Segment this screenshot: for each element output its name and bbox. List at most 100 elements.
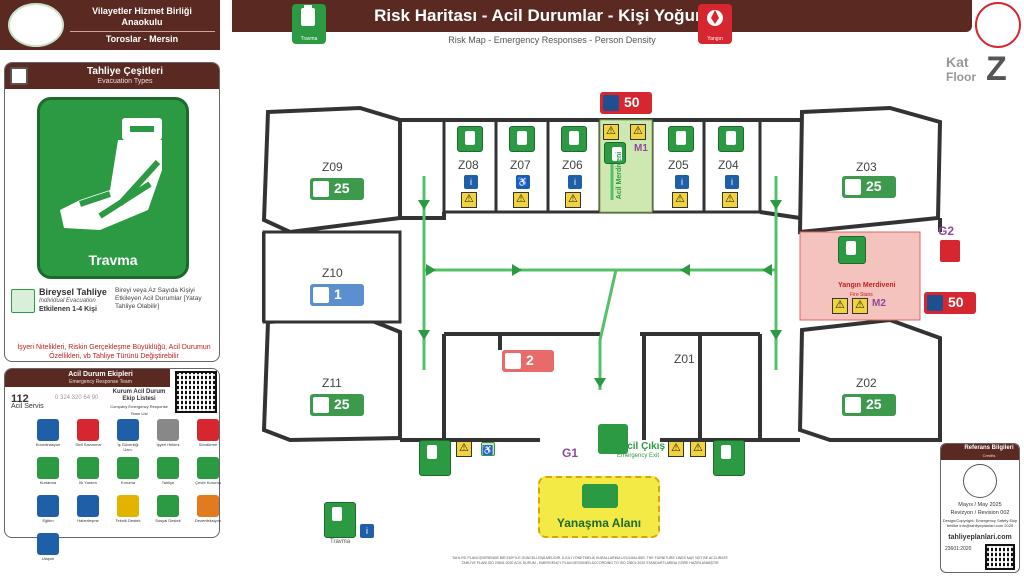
evacuation-type-title: Bireysel Tahliye: [39, 287, 107, 297]
zone-z03-count: 25: [866, 178, 882, 194]
reference-revision: Revizyon / Revision 002: [950, 510, 1010, 516]
warning-icon: [722, 192, 738, 208]
zone-z09-count: 25: [334, 180, 350, 196]
people-icon: [313, 181, 329, 197]
team-item: Ulaşım: [33, 533, 63, 563]
trauma-legend-label: Travma: [330, 539, 351, 545]
team-role-label: Sivil Savunma: [75, 442, 101, 447]
floor-indicator: Kat Floor Z: [946, 50, 1018, 94]
desk-icon: [313, 287, 329, 303]
trauma-sign-z08: [457, 126, 483, 152]
people-icon: [845, 397, 861, 413]
team-panel-title: Acil Durum Ekipleri: [68, 371, 133, 378]
warning-icon: [513, 192, 529, 208]
team-item: Koruma: [113, 457, 143, 487]
individual-evacuation-row: Bireysel Tahliye Individual Evacuation E…: [9, 287, 219, 317]
reference-qr-code[interactable]: [985, 544, 1015, 570]
team-item: İşyeri Hekimi: [153, 419, 183, 449]
school-name-line1: Vilayetler Hizmet Birliği: [92, 6, 192, 16]
zone-z05-label: Z05: [668, 158, 689, 172]
zone-z07-label: Z07: [510, 158, 531, 172]
website-link[interactable]: tahliyeplanlari.com: [948, 534, 1012, 541]
emergency-stairs-label: Acil Merdiveni: [616, 151, 624, 200]
team-role-icon: [77, 457, 99, 479]
trauma-icon: Travma: [292, 4, 326, 44]
evacuation-panel-title: Tahliye Çeşitleri: [87, 66, 163, 77]
trauma-foot-icon: [60, 118, 162, 230]
zone-z04-label: Z04: [718, 158, 739, 172]
team-qr-code[interactable]: [175, 371, 217, 413]
stairs-m1-label: M1: [634, 143, 648, 154]
emergency-team-panel: Acil Durum Ekipleri Emergency Response T…: [4, 368, 223, 561]
meeting-density: 2: [502, 350, 554, 372]
floor-kat-label: Kat: [946, 54, 969, 70]
header-title-bar: Risk Haritası - Acil Durumlar - Kişi Yoğ…: [232, 0, 972, 32]
team-list-title: Kurum Acil Durum Ekip Listesi Company Em…: [109, 389, 169, 417]
reference-header: Referans Bilgileri Credits: [941, 444, 1019, 460]
team-item: Eğitim: [33, 495, 63, 525]
team-role-label: İlk Yardım: [79, 480, 97, 485]
warning-icon: [565, 192, 581, 208]
footer-line1: TAHLİYE PLANI İŞVERENDE BİR EKİP İLE GÜN…: [452, 556, 728, 560]
reference-subtitle: Credits: [982, 453, 996, 458]
zone-z02-density: 25: [842, 394, 896, 416]
emergency-number: 112: [11, 393, 29, 405]
info-icon: i: [360, 524, 374, 538]
warning-icon: [832, 298, 848, 314]
team-role-icon: [157, 495, 179, 517]
exit-top-capacity: 50: [600, 92, 652, 114]
trauma-sign-m1: [604, 142, 626, 164]
fire-stairs-label: Yangın Merdiveni: [838, 282, 896, 289]
zone-z02-label: Z02: [856, 376, 877, 390]
affected-count: Etkilenen 1-4 Kişi: [39, 306, 97, 313]
evacuation-plan-icon: [10, 67, 28, 85]
zone-z03-label: Z03: [856, 160, 877, 174]
zone-z08-label: Z08: [458, 158, 479, 172]
team-role-icon: [117, 419, 139, 441]
team-item: Söndürme: [193, 419, 223, 449]
team-role-icon: [37, 419, 59, 441]
team-role-icon: [37, 495, 59, 517]
trauma-sign-z06: [561, 126, 587, 152]
stairs-m2-label: M2: [872, 298, 886, 309]
exit-right-capacity: 50: [924, 292, 976, 314]
trauma-sign: Travma: [37, 97, 189, 279]
evacuation-type-subtitle: Individual Evacuation: [39, 298, 96, 304]
header-subtitle-bar: Risk Map - Emergency Responses - Person …: [232, 32, 972, 48]
team-role-icon: [157, 457, 179, 479]
team-role-label: Koordinasyon: [35, 442, 61, 447]
zone-z11-density: 25: [310, 394, 364, 416]
ambulance-icon: [582, 484, 618, 508]
ministry-logo: [975, 2, 1021, 48]
team-list-subtitle: Company Emergency Response Team List: [110, 404, 168, 416]
team-role-icon: [117, 495, 139, 517]
trauma-sign-label: Travma: [88, 252, 138, 268]
people-icon: [313, 397, 329, 413]
team-role-label: Sosyal Destek: [155, 518, 181, 523]
reference-title: Referans Bilgileri: [964, 445, 1014, 451]
room-z10-wall: [262, 230, 402, 324]
school-location: Toroslar - Mersin: [105, 34, 179, 44]
meeting-count: 2: [526, 352, 534, 368]
stairs-exit-icon: [927, 295, 943, 311]
zone-z03-density: 25: [842, 176, 896, 198]
trauma-sign-z07: [509, 126, 535, 152]
team-item: Sosyal Destek: [153, 495, 183, 525]
school-name-line2: Anaokulu: [121, 17, 163, 27]
evacuation-panel-subtitle: Evacuation Types: [97, 78, 153, 85]
fire-exit-icon: [940, 240, 960, 262]
zone-z09-density: 25: [310, 178, 364, 200]
zone-z06-label: Z06: [562, 158, 583, 172]
floor-code: Z: [986, 50, 1007, 88]
team-role-label: Haberleşme: [77, 518, 99, 523]
warning-icon: [461, 192, 477, 208]
reference-date: Mayıs / May 2025: [958, 502, 1002, 508]
trauma-sign-legend: [324, 502, 356, 538]
team-role-icon: [157, 419, 179, 441]
header-divider: [70, 31, 215, 32]
team-panel-subtitle: Emergency Response Team: [69, 379, 132, 385]
header-school-block: Vilayetler Hizmet Birliği Anaokulu Toros…: [0, 0, 220, 50]
footer-text: TAHLİYE PLANI İŞVERENDE BİR EKİP İLE GÜN…: [260, 556, 920, 566]
wc-icon: i: [568, 175, 582, 189]
evacuation-type-description: Bireyi veya Az Sayıda Kişiyi Etkileyen A…: [115, 287, 202, 310]
